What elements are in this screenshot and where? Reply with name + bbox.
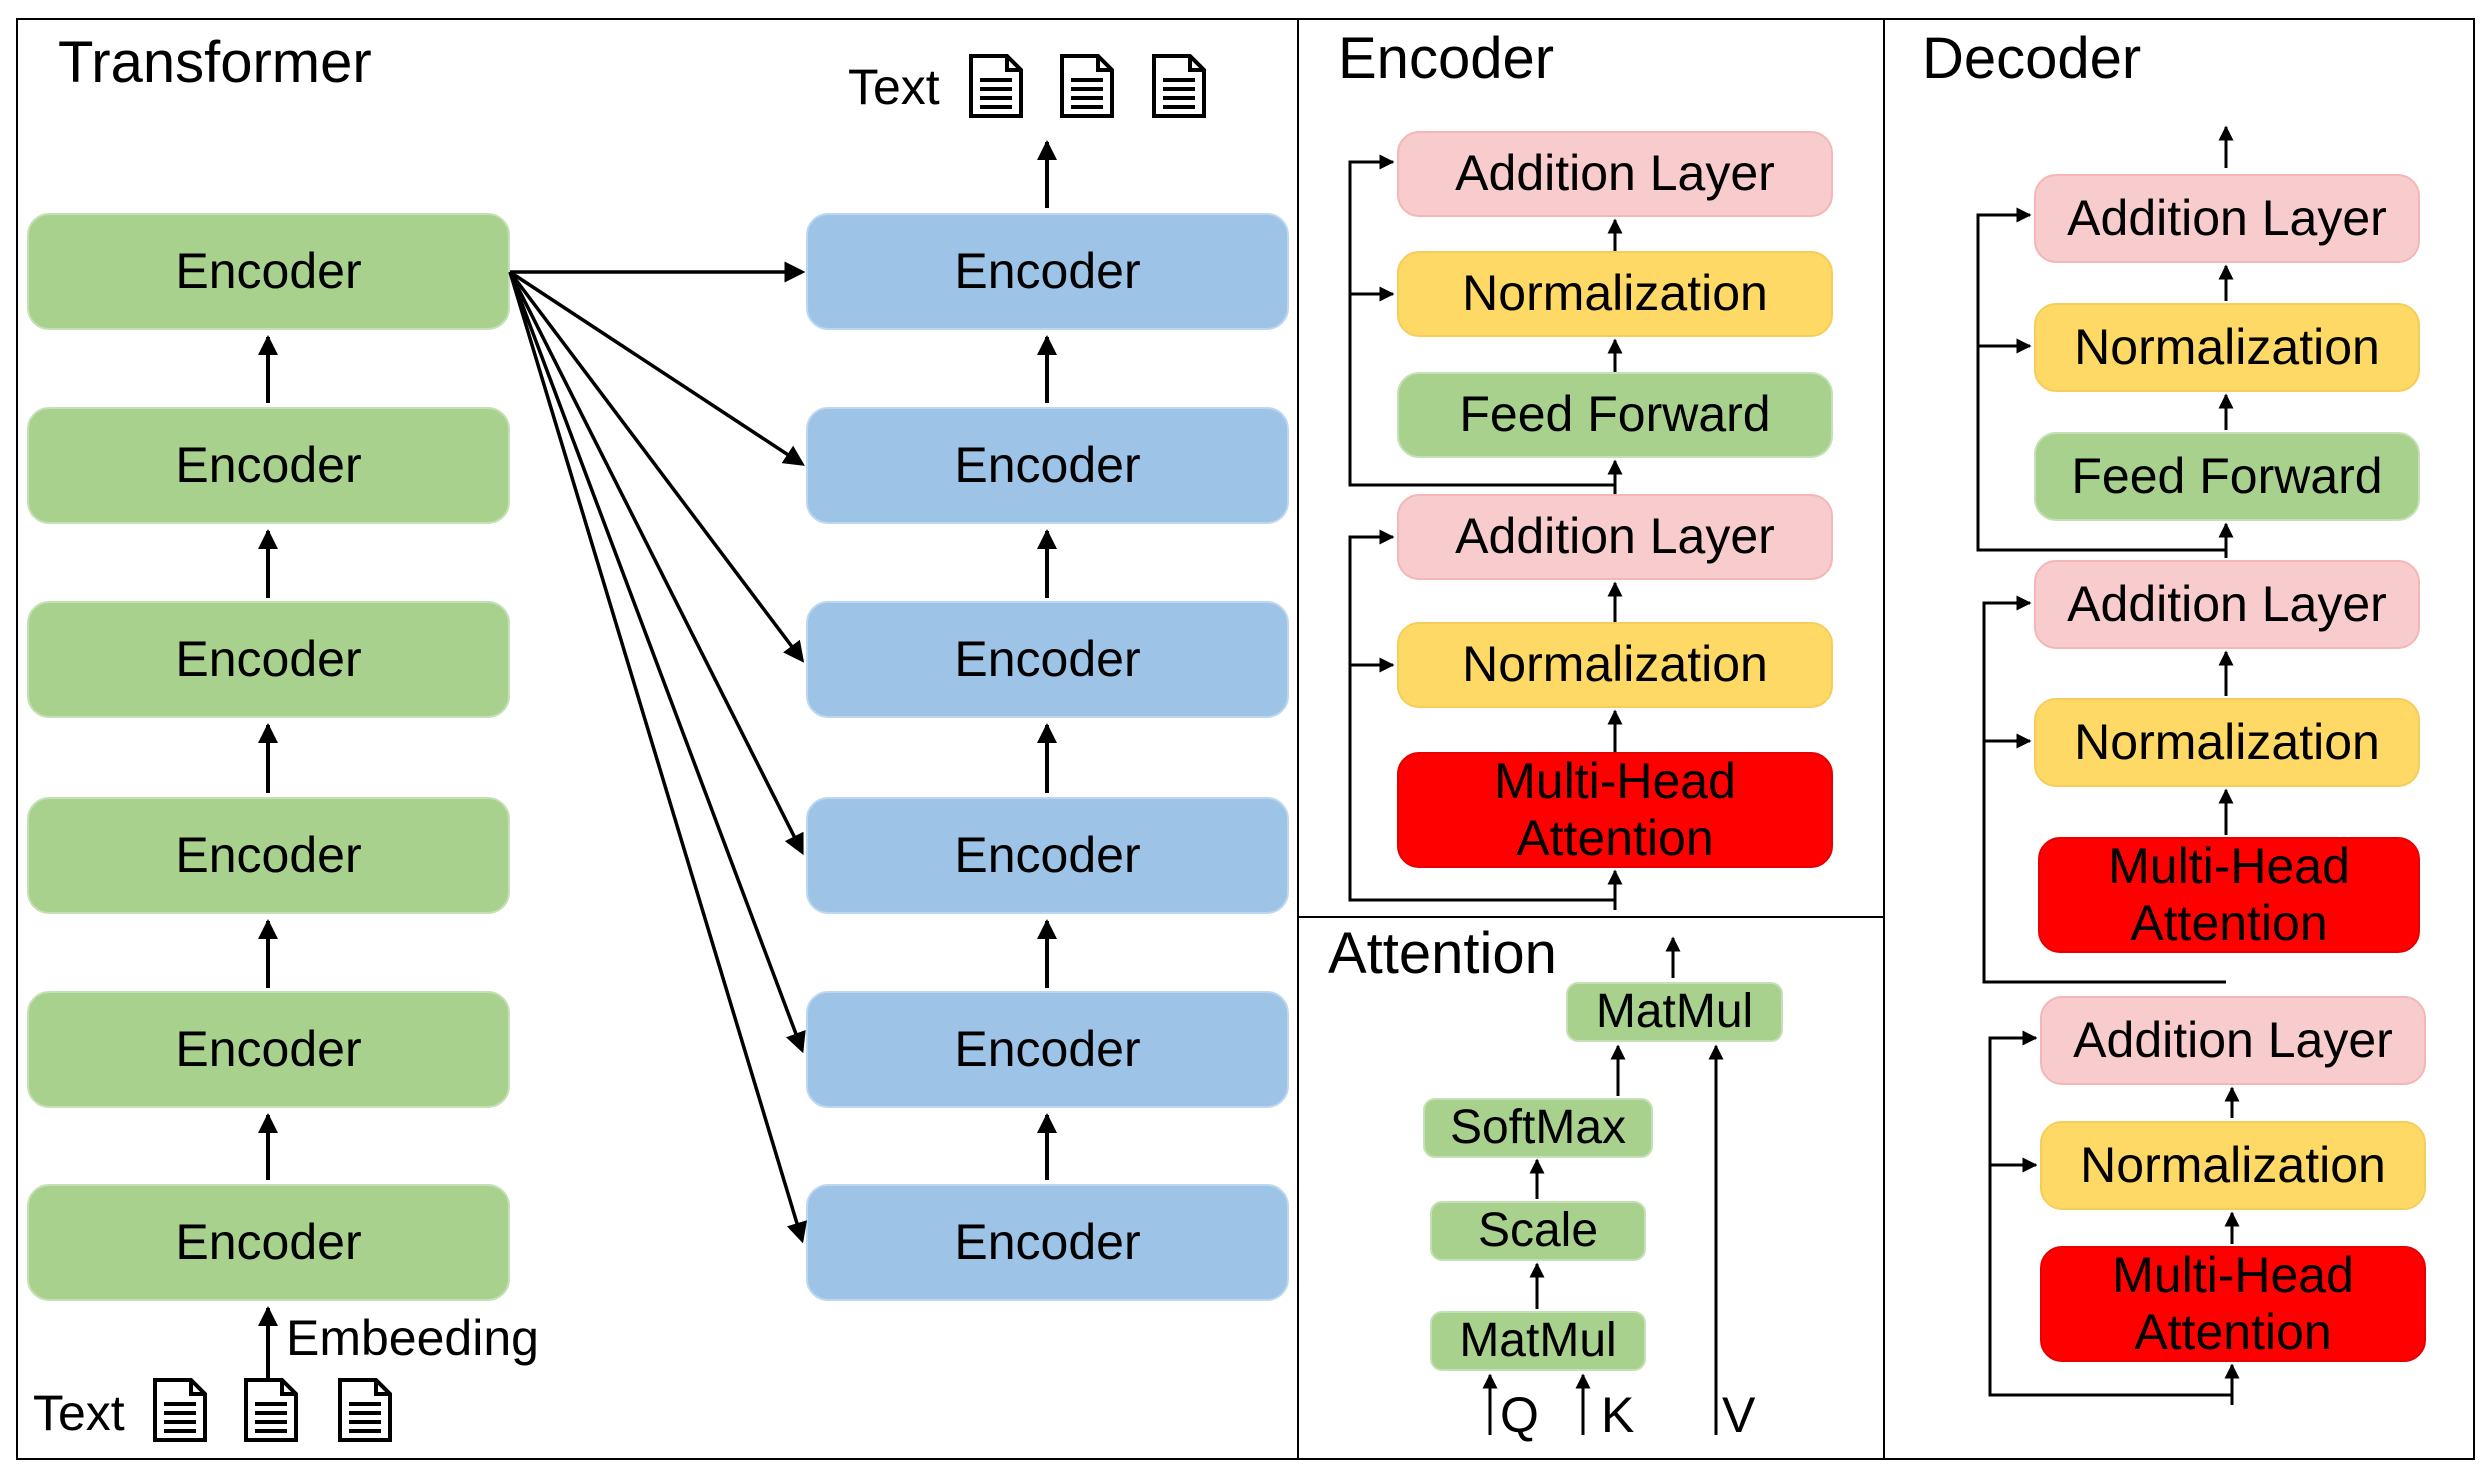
- attention-matmul-top: MatMul: [1566, 982, 1783, 1042]
- decoder-normalization-1: Normalization: [2034, 303, 2420, 392]
- fanout-arrow: [509, 270, 805, 466]
- decoder-addition-layer-1: Addition Layer: [2034, 174, 2420, 263]
- encoder-title: Encoder: [1338, 26, 1555, 91]
- decoder-addition-layer-3: Addition Layer: [2040, 996, 2426, 1085]
- document-icon: [244, 1378, 298, 1442]
- input-text-label: Text: [33, 1385, 125, 1441]
- attention-scale: Scale: [1430, 1201, 1646, 1261]
- residual-connector: [1348, 529, 1615, 902]
- fanout-arrow: [508, 271, 806, 1054]
- decoder-stack-block: Encoder: [806, 1184, 1289, 1301]
- decoder-normalization-2: Normalization: [2034, 698, 2420, 787]
- encoder-stack-block: Encoder: [27, 213, 510, 330]
- decoder-stack-block: Encoder: [806, 213, 1289, 330]
- fanout-arrow: [508, 271, 807, 1244]
- decoder-normalization-3: Normalization: [2040, 1121, 2426, 1210]
- document-icon: [153, 1378, 207, 1442]
- residual-connector: [1976, 207, 2226, 552]
- document-icon: [1152, 54, 1206, 118]
- document-icons: [153, 54, 1206, 1442]
- encoder-stack-block: Encoder: [27, 797, 510, 914]
- decoder-multi-head-attention-1: Multi-Head Attention: [2038, 837, 2420, 953]
- attention-v-label: V: [1722, 1387, 1756, 1443]
- decoder-stack-block: Encoder: [806, 797, 1289, 914]
- attention-k-label: K: [1601, 1387, 1635, 1443]
- encoder-multi-head-attention: Multi-Head Attention: [1397, 752, 1833, 868]
- residual-connector: [1982, 595, 2226, 984]
- decoder-addition-layer-2: Addition Layer: [2034, 560, 2420, 649]
- encoder-stack-block: Encoder: [27, 1184, 510, 1301]
- attention-softmax: SoftMax: [1423, 1098, 1653, 1158]
- document-icon: [969, 54, 1023, 118]
- decoder-feed-forward: Feed Forward: [2034, 432, 2420, 521]
- encoder-stack-block: Encoder: [27, 601, 510, 718]
- attention-title: Attention: [1328, 921, 1557, 986]
- encoder-normalization-bottom: Normalization: [1397, 622, 1833, 708]
- residual-connector: [1988, 1030, 2232, 1397]
- encoder-feed-forward: Feed Forward: [1397, 372, 1833, 458]
- encoder-normalization-top: Normalization: [1397, 251, 1833, 337]
- transformer-title: Transformer: [58, 30, 372, 95]
- encoder-addition-layer-bottom: Addition Layer: [1397, 494, 1833, 580]
- encoder-stack-block: Encoder: [27, 991, 510, 1108]
- attention-matmul-bottom: MatMul: [1430, 1311, 1646, 1371]
- decoder-stack-block: Encoder: [806, 601, 1289, 718]
- document-icon: [1060, 54, 1114, 118]
- decoder-title: Decoder: [1922, 26, 2142, 91]
- encoder-stack-block: Encoder: [27, 407, 510, 524]
- output-text-label: Text: [848, 59, 940, 115]
- attention-q-label: Q: [1500, 1387, 1539, 1443]
- residual-connector: [1348, 154, 1615, 487]
- fanout-arrow: [508, 271, 804, 856]
- fanout-arrow: [508, 270, 805, 663]
- decoder-stack-block: Encoder: [806, 991, 1289, 1108]
- decoder-panel: [1883, 18, 2475, 1460]
- document-icon: [338, 1378, 392, 1442]
- encoder-addition-layer-top: Addition Layer: [1397, 131, 1833, 217]
- decoder-multi-head-attention-2: Multi-Head Attention: [2040, 1246, 2426, 1362]
- decoder-stack-block: Encoder: [806, 407, 1289, 524]
- embedding-label: Embeeding: [286, 1310, 539, 1366]
